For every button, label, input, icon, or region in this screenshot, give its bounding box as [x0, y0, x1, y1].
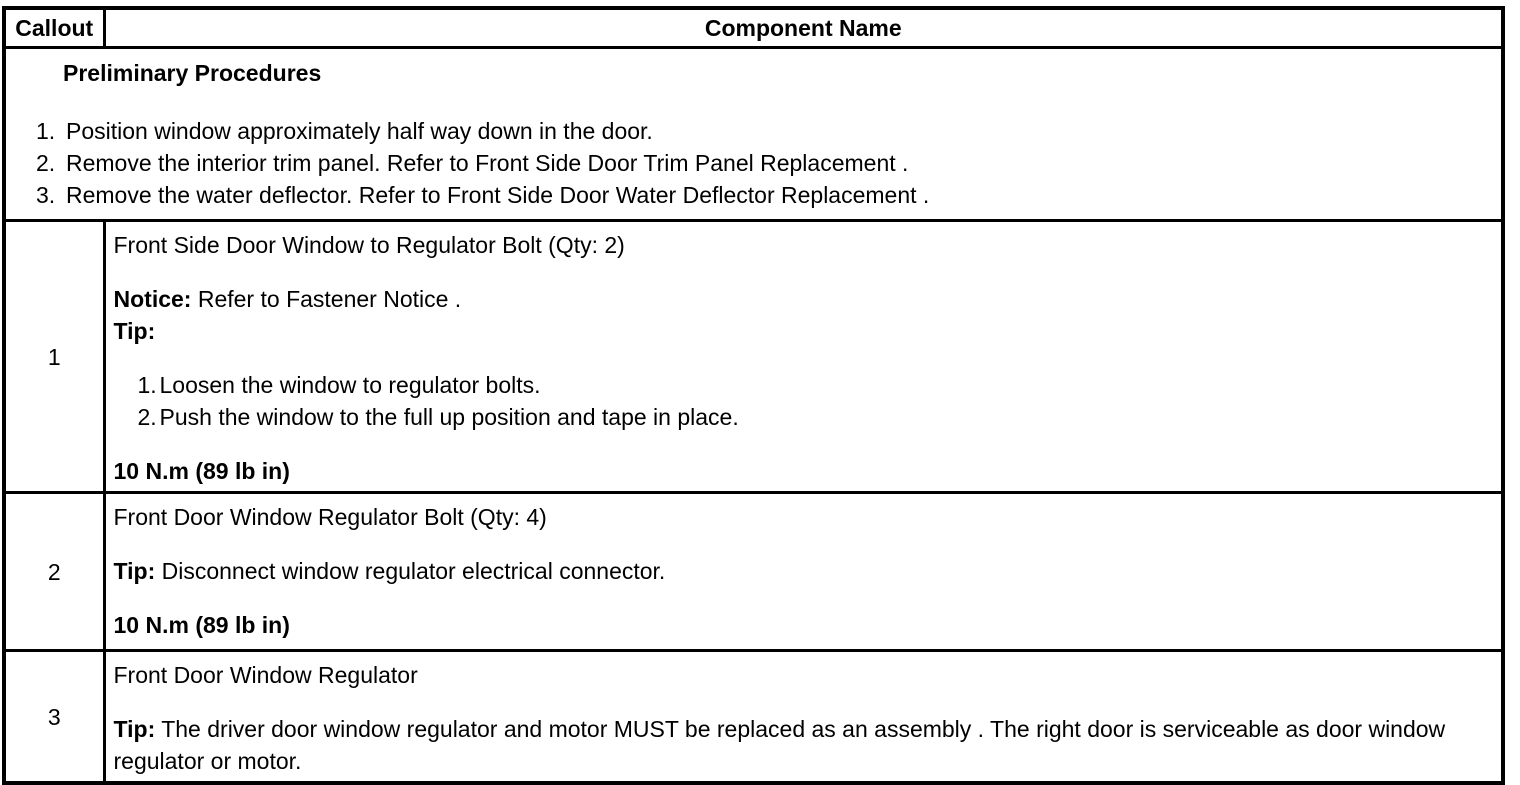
table-header-row: Callout Component Name: [2, 6, 1505, 49]
callout-row-1: 1 Front Side Door Window to Regulator Bo…: [2, 219, 1505, 494]
step-text-pre: Remove the water deflector. Refer to: [66, 182, 447, 208]
step-number: 1.: [137, 372, 157, 398]
notice-text-post: .: [448, 286, 462, 312]
tip-label: Tip:: [113, 558, 156, 584]
tip-line: Tip: The driver door window regulator an…: [114, 713, 1488, 777]
tip-step-1: 1. Loosen the window to regulator bolts.: [114, 369, 1488, 401]
tip-label: Tip:: [113, 716, 156, 742]
torque-spec: 10 N.m (89 lb in): [113, 612, 290, 638]
callout-number-3: 3: [2, 649, 106, 785]
step-text: Loosen the window to regulator bolts.: [159, 372, 541, 398]
step-number: 1.: [36, 118, 56, 144]
tip-text: Disconnect window regulator electrical c…: [161, 558, 666, 584]
callout-row-3: 3 Front Door Window Regulator Tip: The d…: [2, 649, 1505, 785]
step-text-pre: Remove the interior trim panel. Refer to: [66, 150, 476, 176]
notice-line: Notice: Refer to Fastener Notice .: [114, 283, 1488, 315]
step-number: 3.: [36, 182, 56, 208]
step-number: 2.: [137, 404, 157, 430]
callout-number-2: 2: [2, 491, 106, 652]
reference-link-trim-panel[interactable]: Front Side Door Trim Panel Replacement: [475, 150, 896, 176]
preliminary-procedures-row: Preliminary Procedures 1. Position windo…: [2, 46, 1505, 222]
preliminary-step-2: 2. Remove the interior trim panel. Refer…: [6, 147, 1491, 179]
callout-row-2: 2 Front Door Window Regulator Bolt (Qty:…: [2, 491, 1505, 652]
component-cell-1: Front Side Door Window to Regulator Bolt…: [102, 219, 1505, 494]
tip-line: Tip: Disconnect window regulator electri…: [114, 555, 1488, 587]
notice-label: Notice:: [113, 286, 192, 312]
preliminary-procedures-title: Preliminary Procedures: [63, 60, 322, 86]
component-title: Front Side Door Window to Regulator Bolt…: [113, 232, 625, 258]
component-cell-2: Front Door Window Regulator Bolt (Qty: 4…: [102, 491, 1505, 652]
component-title: Front Door Window Regulator Bolt (Qty: 4…: [113, 504, 547, 530]
reference-link-fastener-notice[interactable]: Fastener Notice: [286, 286, 449, 312]
tip-label: Tip:: [113, 318, 156, 344]
preliminary-procedures-cell: Preliminary Procedures 1. Position windo…: [2, 46, 1505, 222]
component-cell-3: Front Door Window Regulator Tip: The dri…: [102, 649, 1505, 785]
step-text-post: .: [895, 150, 909, 176]
tip-step-2: 2. Push the window to the full up positi…: [114, 401, 1488, 433]
reference-link-water-deflector[interactable]: Front Side Door Water Deflector Replacem…: [446, 182, 917, 208]
callout-component-table: Callout Component Name Preliminary Proce…: [2, 6, 1505, 785]
component-title: Front Door Window Regulator: [113, 662, 418, 688]
callout-number-1: 1: [2, 219, 106, 494]
tip-line: Tip:: [114, 315, 1488, 347]
notice-text-pre: Refer to: [197, 286, 287, 312]
component-name-column-header: Component Name: [102, 6, 1505, 49]
step-text: Push the window to the full up position …: [159, 404, 739, 430]
tip-steps-list: 1. Loosen the window to regulator bolts.…: [114, 369, 1488, 433]
callout-column-header: Callout: [2, 6, 106, 49]
preliminary-step-3: 3. Remove the water deflector. Refer to …: [6, 179, 1491, 211]
torque-spec: 10 N.m (89 lb in): [113, 458, 290, 484]
step-number: 2.: [36, 150, 56, 176]
step-text: Remove the interior trim panel. Refer to…: [66, 147, 1491, 179]
step-text-post: .: [916, 182, 930, 208]
tip-text: The driver door window regulator and mot…: [113, 716, 1446, 774]
step-text: Position window approximately half way d…: [66, 118, 653, 144]
preliminary-steps-list: 1. Position window approximately half wa…: [6, 115, 1491, 211]
preliminary-step-1: 1. Position window approximately half wa…: [6, 115, 1491, 147]
step-text: Remove the water deflector. Refer to Fro…: [66, 179, 1491, 211]
